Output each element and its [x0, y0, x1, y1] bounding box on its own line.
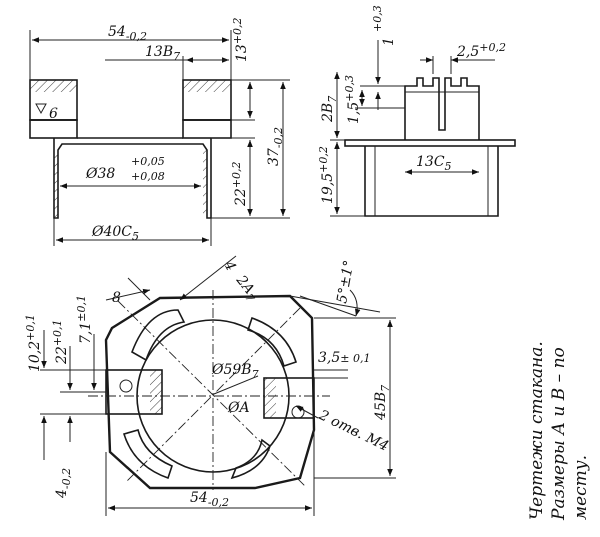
dim-59: Ø59B7	[211, 362, 259, 381]
dim-1: 1	[381, 37, 397, 46]
caption: Чертежи стакана. Размеры А и В – по мест…	[527, 341, 591, 521]
dim-13B: 13B7	[145, 44, 180, 63]
dim-37: 37-0,2	[266, 127, 285, 166]
slot-bottom-right	[230, 438, 271, 480]
roughness-value: 6	[49, 106, 58, 122]
screw-left	[119, 379, 133, 393]
section-view-left: 6 54-0,2 13B7 13+0,2 37-0,2 22+0,2 Ø38 +…	[29, 17, 290, 246]
slot-top-right	[246, 316, 297, 368]
dim-45: 45B7	[373, 385, 392, 421]
dim-3-5: 3,5± 0,1	[318, 350, 370, 366]
dim-2A: 2A7	[230, 272, 262, 305]
dim-bore-tol-up: +0,05	[131, 155, 165, 168]
side-view-right: 1 +0,3 2,5+0,2 1,5+0,3 2B7 19,5+0,2 13С5	[317, 5, 516, 217]
slot-top-left	[131, 309, 186, 362]
dim-13-height: 13+0,2	[231, 17, 250, 62]
dim-A: ØA	[227, 400, 250, 416]
dim-2-5: 2,5+0,2	[456, 41, 506, 60]
dim-1-tol: +0,3	[371, 5, 384, 32]
dim-7-1: 7,1±0,1	[75, 295, 94, 344]
dim-54: 54-0,2	[108, 24, 147, 43]
dim-8: 8	[112, 290, 121, 306]
caption-line-2: Размеры А и В – по	[549, 347, 569, 521]
dim-1-5: 1,5+0,3	[343, 75, 362, 124]
slot-bottom-left	[122, 429, 173, 480]
dim-19-5: 19,5+0,2	[317, 146, 336, 204]
top-plate	[344, 139, 516, 147]
screw-right	[291, 405, 305, 419]
caption-line-3: месту.	[571, 455, 591, 520]
caption-line-1: Чертежи стакана.	[527, 341, 547, 520]
dim-10-2: 10,2+0,1	[24, 314, 43, 372]
dim-2B: 2B7	[320, 96, 339, 123]
plan-view: 10,2+0,1 22+0,1 7,1±0,1 4-0,2 8 4 2A7 5°…	[24, 255, 396, 516]
dim-angle: 5°±1°	[334, 259, 357, 305]
dim-bore-tol-dn: +0,08	[131, 170, 165, 183]
dim-22-p: 22+0,1	[51, 319, 70, 365]
dim-22: 22+0,2	[230, 161, 249, 207]
dim-outer: Ø40С5	[91, 224, 139, 243]
dim-4: 4	[220, 257, 239, 273]
dim-bottom-54: 54-0,2	[190, 490, 229, 509]
contact-comb	[404, 77, 480, 140]
dim-bore: Ø38	[85, 166, 115, 182]
dim-4-low: 4-0,2	[54, 468, 73, 499]
dim-13C: 13С5	[416, 154, 452, 173]
roughness-mark	[35, 103, 47, 115]
